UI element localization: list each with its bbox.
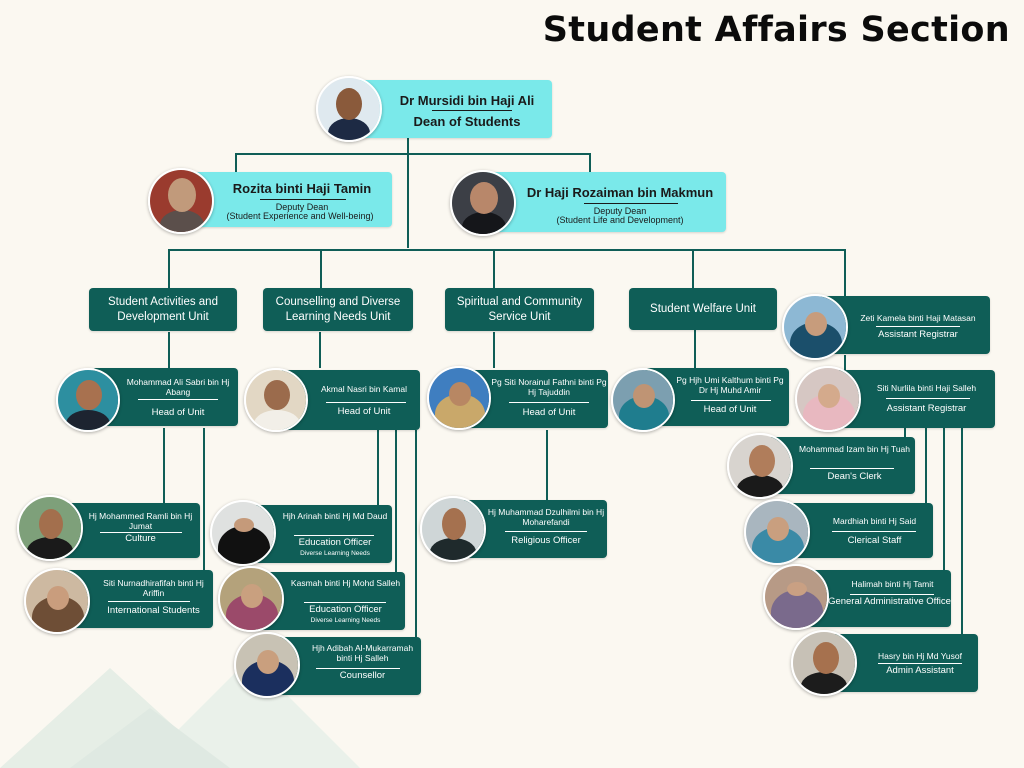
person-role: Religious Officer (511, 535, 581, 546)
deputy-dean-role-2: Deputy Dean (593, 206, 647, 216)
person-photo (234, 632, 300, 698)
person-name: Pg Hjh Umi Kalthum binti Pg Dr Hj Muhd A… (676, 375, 784, 395)
person-role: Head of Unit (151, 407, 205, 418)
person-photo (795, 366, 861, 432)
person-name: Hjh Adibah Al-Mukarramah binti Hj Salleh (311, 643, 414, 663)
person-role: Counsellor (339, 670, 386, 681)
person-photo (782, 294, 848, 360)
deputy-dean-role-1: Deputy Dean (275, 202, 329, 212)
person-photo (210, 500, 276, 566)
person-photo (420, 496, 486, 562)
divider (260, 199, 346, 200)
person-photo (611, 368, 675, 432)
divider (832, 531, 916, 532)
divider (326, 402, 406, 403)
person-name: Zeti Kamela binti Haji Matasan (860, 313, 976, 323)
person-photo (218, 566, 284, 632)
deputy-dean-photo-2 (450, 170, 516, 236)
person-role: Admin Assistant (886, 665, 954, 676)
person-role: Head of Unit (703, 404, 757, 415)
person-name: Hj Muhammad Dzulhilmi bin Hj Moharefandi (487, 507, 605, 527)
person-photo (17, 495, 83, 561)
person-name: Hasry bin Hj Md Yusof (878, 651, 962, 661)
person-name: Mardhiah binti Hj Said (832, 516, 917, 526)
person-role: General Administrative Office (828, 596, 951, 607)
person-photo (744, 499, 810, 565)
divider (850, 594, 934, 595)
person-sub: Diverse Learning Needs (310, 617, 381, 624)
unit-student-welfare: Student Welfare Unit (629, 288, 777, 330)
page-title: Student Affairs Section (542, 10, 1010, 50)
person-name: Kasmah binti Hj Mohd Salleh (290, 578, 401, 588)
divider (138, 399, 218, 400)
divider (108, 601, 190, 602)
divider (432, 110, 512, 111)
deputy-dean-card-2: Dr Haji Rozaiman bin Makmun Deputy Dean … (484, 172, 726, 232)
person-role: Head of Unit (522, 407, 576, 418)
person-photo (763, 564, 829, 630)
divider (876, 326, 960, 327)
deputy-dean-photo-1 (148, 168, 214, 234)
deputy-dean-name-2: Dr Haji Rozaiman bin Makmun (526, 185, 714, 200)
person-role: Education Officer (298, 537, 372, 548)
person-photo (427, 366, 491, 430)
person-photo (56, 368, 120, 432)
unit-student-activities: Student Activities and Development Unit (89, 288, 237, 331)
deputy-dean-card-1: Rozita binti Haji Tamin Deputy Dean (Stu… (184, 172, 392, 227)
divider (505, 531, 587, 532)
divider (584, 203, 678, 204)
person-name: Pg Siti Norainul Fathni binti Pg Hj Taju… (491, 377, 607, 397)
person-photo (244, 368, 308, 432)
person-name: Hj Mohammed Ramli bin Hj Jumat (88, 511, 193, 531)
person-role: Assistant Registrar (878, 329, 958, 340)
deputy-dean-sub-1: (Student Experience and Well-being) (226, 211, 374, 221)
divider (691, 400, 771, 401)
divider (304, 602, 386, 603)
person-name: Siti Nurlila binti Haji Salleh (876, 383, 977, 393)
person-name: Halimah binti Hj Tamit (851, 579, 934, 589)
person-name: Hjh Arinah binti Hj Md Daud (282, 511, 388, 521)
divider (509, 402, 589, 403)
dean-name: Dr Mursidi bin Haji Ali (399, 93, 535, 108)
person-name: Siti Nurnadhirafifah binti Hj Ariffin (103, 578, 204, 598)
divider (886, 398, 970, 399)
person-role: Culture (125, 533, 156, 544)
person-role: Clerical Staff (847, 535, 902, 546)
person-role: Assistant Registrar (886, 403, 967, 414)
person-role: Education Officer (309, 604, 382, 615)
person-name: Mohammad Izam bin Hj Tuah (798, 444, 911, 454)
unit-spiritual: Spiritual and Community Service Unit (445, 288, 594, 331)
divider (294, 535, 374, 536)
person-name: Akmal Nasri bin Kamal (321, 384, 407, 394)
person-role: International Students (107, 605, 200, 616)
divider (878, 663, 962, 664)
dean-role: Dean of Students (413, 114, 521, 129)
deputy-dean-sub-2: (Student Life and Development) (556, 215, 684, 225)
dean-photo (316, 76, 382, 142)
person-photo (791, 630, 857, 696)
person-photo (24, 568, 90, 634)
divider (100, 532, 182, 533)
dean-card: Dr Mursidi bin Haji Ali Dean of Students (352, 80, 552, 138)
person-role: Head of Unit (337, 406, 391, 417)
divider (316, 668, 400, 669)
person-sub: Diverse Learning Needs (300, 550, 370, 557)
deputy-dean-name-1: Rozita binti Haji Tamin (232, 181, 372, 196)
person-name: Mohammad Ali Sabri bin Hj Abang (126, 377, 230, 397)
divider (810, 468, 894, 469)
person-role: Dean's Clerk (827, 471, 882, 482)
unit-counselling: Counselling and Diverse Learning Needs U… (263, 288, 413, 331)
background-decoration (0, 658, 360, 768)
person-photo (727, 433, 793, 499)
